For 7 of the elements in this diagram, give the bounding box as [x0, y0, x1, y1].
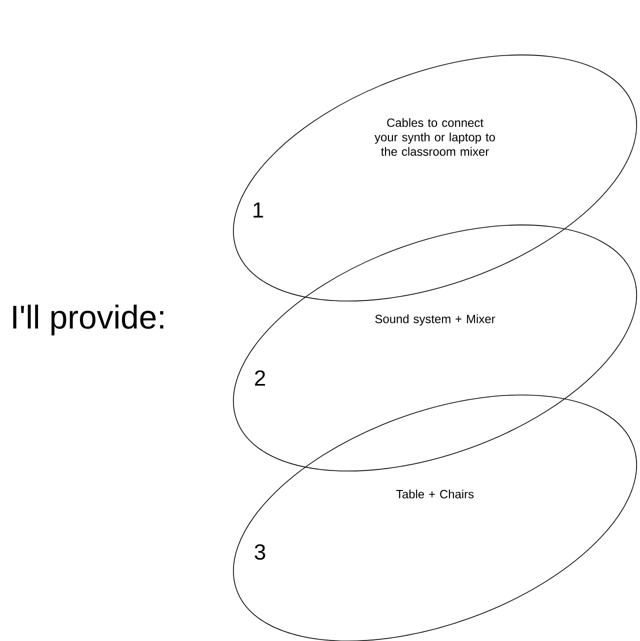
heading: I'll provide:	[13, 304, 164, 336]
number: 1	[254, 202, 264, 218]
node-text: Sound system + Mixer	[375, 314, 496, 326]
number: 3	[254, 544, 266, 560]
number: 2	[255, 370, 265, 386]
node-text: Table + Chairs	[396, 490, 474, 498]
node-text: Cables to connect your synth or laptop to the classroom mixer	[374, 118, 495, 156]
